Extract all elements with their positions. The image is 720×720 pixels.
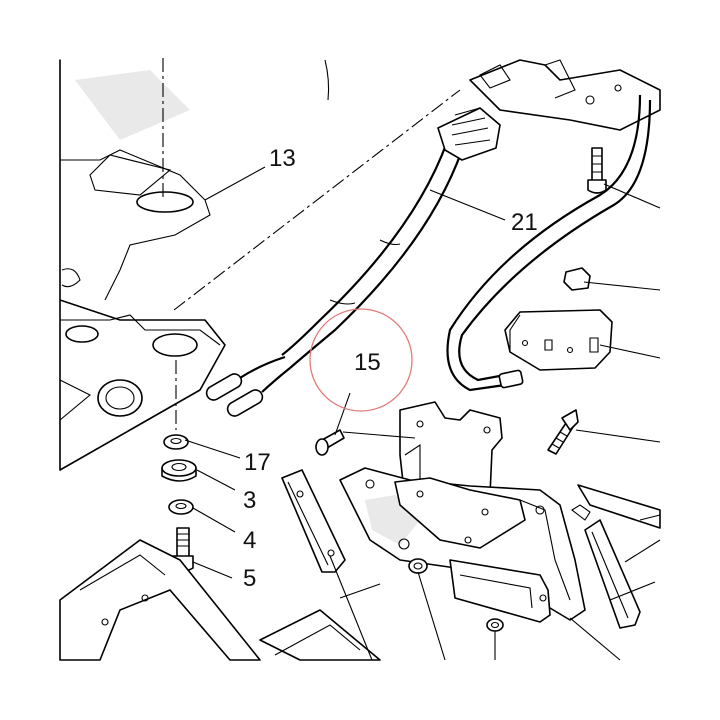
- highlight-circle: [309, 308, 413, 412]
- upper-right-mount: [446, 59, 661, 392]
- washer-4: [168, 499, 194, 515]
- callout-15: 15: [354, 349, 381, 376]
- frame-panel: [59, 59, 226, 471]
- long-screw: [547, 409, 579, 455]
- reflector-right: [571, 484, 661, 629]
- callout-5: 5: [243, 565, 256, 592]
- callout-3: 3: [243, 487, 256, 514]
- reflector-left: [281, 469, 346, 573]
- callout-17: 17: [244, 449, 271, 476]
- callout-4: 4: [243, 527, 256, 554]
- axis-line-diagonal: [173, 89, 461, 311]
- callout-13: 13: [269, 145, 296, 172]
- leader-lines: [184, 59, 661, 661]
- lower-frame: [59, 539, 381, 661]
- screw-15: [315, 429, 345, 456]
- plate-bracket-assembly: [339, 401, 586, 632]
- wiring-harness-21: [205, 107, 501, 417]
- grommet-3: [161, 459, 197, 482]
- callout-21: 21: [511, 209, 538, 236]
- washer-17: [163, 434, 189, 450]
